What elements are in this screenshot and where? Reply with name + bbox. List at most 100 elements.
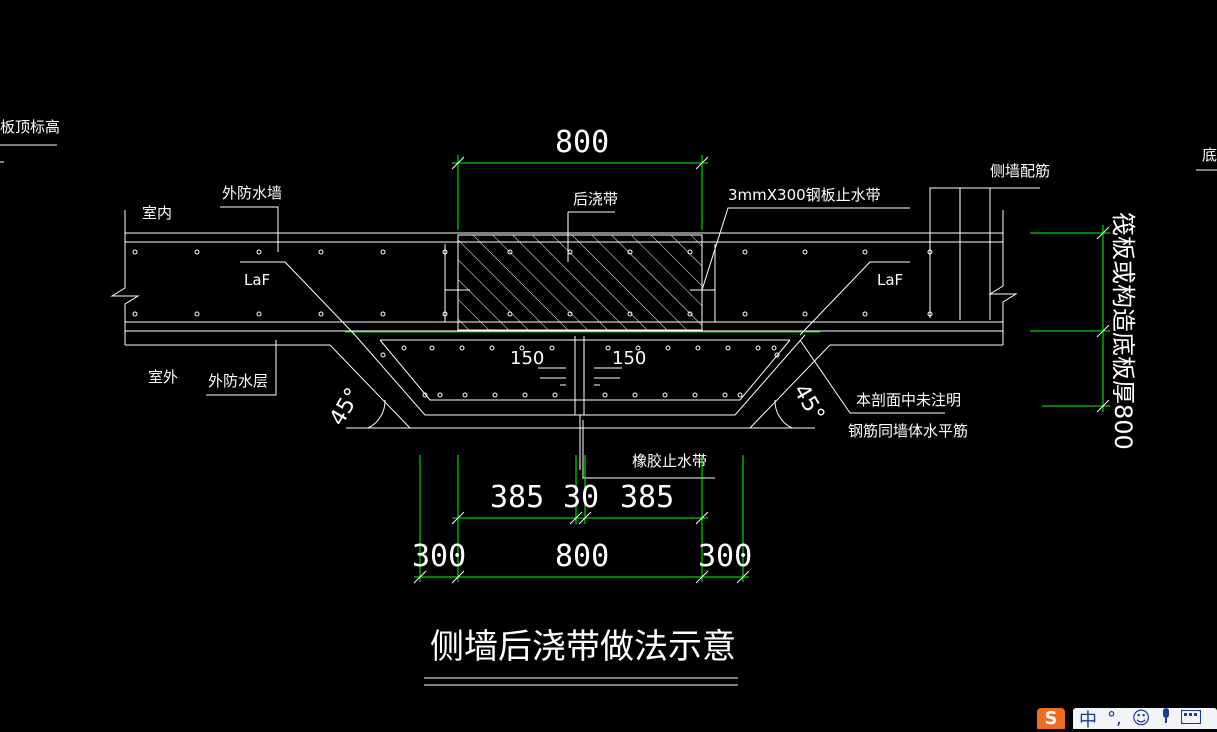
drawing-title: 侧墙后浇带做法示意 (430, 627, 736, 667)
mic-icon[interactable] (1161, 708, 1171, 729)
rebar-dot (132, 311, 138, 317)
rebar-dot (755, 345, 761, 351)
chinese-mode-button[interactable]: 中 (1079, 709, 1097, 731)
emoji-icon[interactable]: ☺ (1131, 708, 1151, 729)
ext-layer-leader (206, 340, 277, 396)
rebar-dot (462, 392, 468, 398)
laf-left-label: LaF (244, 271, 270, 289)
angle-right-label: 45° (788, 380, 829, 426)
rebar-dot (318, 311, 324, 317)
rebar-dot (725, 345, 731, 351)
dim-30: 30 (563, 480, 599, 515)
rebar-dot (774, 352, 780, 358)
rebar-dot (459, 345, 465, 351)
rebar-dot (662, 392, 668, 398)
post-pour-label: 后浇带 (573, 190, 618, 208)
rebar-dot (132, 249, 138, 255)
rebar-dot (429, 345, 435, 351)
angle-marks (346, 399, 815, 429)
vertical-dim-label: 筏板或构造底板厚800 (1109, 212, 1137, 450)
dim-top-lines (451, 155, 709, 230)
rubber-leader (582, 420, 715, 479)
rebar-dot (256, 249, 262, 255)
rebar-dot (522, 392, 528, 398)
rebar-dot (605, 345, 611, 351)
rebar-dot (687, 311, 693, 317)
rebar-dot (507, 249, 513, 255)
rebar-dot (665, 345, 671, 351)
ext-layer-label: 外防水层 (208, 372, 268, 390)
laf-right-label: LaF (877, 271, 903, 289)
rebar-dot (194, 249, 200, 255)
rebar-dot (635, 345, 641, 351)
rebar-dot (437, 392, 443, 398)
steel-plate-label: 3mmX300钢板止水带 (728, 186, 881, 204)
rebar-dot (549, 345, 555, 351)
rebar-dot (492, 392, 498, 398)
ime-bar: 中 °, ☺ (1073, 708, 1217, 731)
rebar-dot (692, 392, 698, 398)
thickening-block (125, 334, 1003, 470)
rebar-dot (519, 345, 525, 351)
vertical-dimension (1030, 225, 1110, 413)
outdoor-label: 室外 (148, 368, 178, 386)
ext-wall-label: 外防水墙 (222, 184, 282, 202)
rebar-dot (742, 249, 748, 255)
rebar-dot (380, 352, 386, 358)
rebar-dot (256, 311, 262, 317)
steel-plate-leader (701, 207, 910, 291)
rebar-dot (627, 249, 633, 255)
rebar-dot (602, 392, 608, 398)
rebar-dot (194, 311, 200, 317)
rebar-dot (722, 392, 728, 398)
note-line2: 钢筋同墙体水平筋 (848, 422, 968, 440)
dim-385-right: 385 (620, 480, 674, 515)
ime-toolbar[interactable]: S 中 °, ☺ (1037, 708, 1217, 731)
rebar-dot (802, 249, 808, 255)
post-pour-strip (457, 234, 703, 331)
dim-300-right: 300 (698, 539, 752, 574)
dim-300-left: 300 (412, 539, 466, 574)
rebar-dot (687, 249, 693, 255)
rebar-dot (567, 311, 573, 317)
rebar-dot (695, 345, 701, 351)
keyboard-icon[interactable] (1179, 708, 1202, 729)
rebar-dot (862, 311, 868, 317)
rubber-label: 橡胶止水带 (632, 452, 707, 470)
rebar-dot (380, 249, 386, 255)
rebar-dot (552, 392, 558, 398)
dim-800-bottom: 800 (555, 539, 609, 574)
indoor-label: 室内 (142, 204, 172, 222)
wall-rebar-dots (132, 249, 933, 317)
rebar-dot (401, 345, 407, 351)
rebar-dot (442, 249, 448, 255)
rebar-dot (742, 311, 748, 317)
rebar-dot (862, 249, 868, 255)
rebar-dot (507, 311, 513, 317)
right-cutoff-label: 底 (1202, 146, 1217, 164)
thickening-rebar-dots (380, 345, 780, 398)
note-line1: 本剖面中未注明 (856, 391, 961, 409)
rebar-dot (489, 345, 495, 351)
ext-wall-leader (220, 206, 279, 252)
laf-bars (240, 261, 910, 336)
side-rebar-leader (929, 187, 1040, 320)
dim-bottom-ticks (413, 511, 750, 584)
rebar-dot (422, 392, 428, 398)
rebar-dot (737, 392, 743, 398)
rebar-dot (632, 392, 638, 398)
rebar-dot (318, 249, 324, 255)
left-cutoff-label: 板顶标高 (0, 118, 60, 136)
rebar-dot (442, 311, 448, 317)
dim-385-left: 385 (490, 480, 544, 515)
dim-top-800: 800 (555, 125, 609, 160)
rebar-dot (771, 345, 777, 351)
punct-icon[interactable]: °, (1107, 708, 1122, 729)
note-leader (799, 339, 945, 414)
rebar-dot (802, 311, 808, 317)
angle-left-label: 45° (325, 384, 366, 430)
dim-150-left: 150 (510, 348, 544, 369)
sogou-icon[interactable]: S (1037, 708, 1065, 729)
rebar-dot (380, 311, 386, 317)
